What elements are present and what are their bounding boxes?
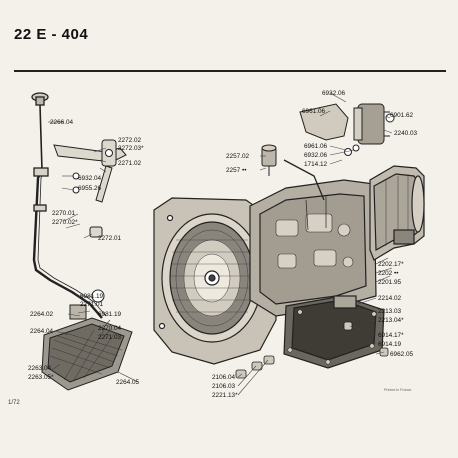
inhibitor-switch [299,103,395,156]
extension-housing [369,165,425,261]
part-label: 2213.04* [378,317,404,324]
part-label: 2106.03 [212,383,236,390]
part-label: 2257 •• [226,167,246,174]
page-reference: 1/72 [8,400,20,406]
part-label: 6962.05 [390,351,414,358]
part-label: 2221.13* [212,392,238,399]
part-label: 2272.01 [98,235,122,242]
part-label: 2270.04 [98,325,122,332]
part-label: 6932.04 [78,175,102,182]
part-label: 6981.19 [80,293,104,300]
part-label: 6914.19 [378,341,402,348]
part-label: 2272.03* [118,145,144,152]
part-label: 2272.02 [118,137,142,144]
part-label: 2257.02 [226,153,250,160]
part-label: 2264.04 [30,328,54,335]
part-label: 6932.06 [322,90,346,97]
part-label: 2266.04 [50,119,74,126]
transmission-case [249,179,377,317]
page-title: 22 E - 404 [14,26,89,43]
kickdown-lever [53,139,127,303]
part-label: 6901.62 [390,112,414,119]
part-label: 2264.02 [30,311,54,318]
drain-plugs [235,321,389,379]
part-label: 2202.17* [378,261,404,268]
part-label: 2271.03 [98,334,122,341]
part-label: 2214.02 [378,295,402,302]
part-label: 1714.12 [304,161,328,168]
part-label: 2263.05* [28,374,54,381]
exploded-transmission-diagram: 2266.04 2272.02 2272.03* 2271.02 6932.04… [28,90,425,399]
bell-housing [153,197,277,365]
dipstick-assembly [31,92,107,319]
part-label: 2106.04 [212,374,236,381]
speedometer-sender [261,144,325,201]
part-label: 2240.03 [394,130,418,137]
part-labels: 2266.04 2272.02 2272.03* 2271.02 6932.04… [28,90,418,399]
part-label: 6932.06 [304,152,328,159]
part-label: 6961.06 [302,108,326,115]
part-label: 2271.01 [80,301,104,308]
oil-strainer [41,304,133,391]
part-label: 2263.04 [28,365,52,372]
oil-pan [283,295,385,369]
part-label: 6981.19 [98,311,122,318]
part-label: 6914.17* [378,332,404,339]
part-label: 2202 •• [378,270,398,277]
part-label: 2201.95 [378,279,402,286]
part-label: 2270.01 [52,210,76,217]
printed-in-note: Printed in France [384,388,412,392]
part-label: 2271.02 [118,160,142,167]
part-label: 2270.02* [52,219,78,226]
part-label: 6961.06 [304,143,328,150]
part-label: 2213.03 [378,308,402,315]
title-divider [14,70,446,72]
leader-lines [48,92,393,396]
part-label: 2264.05 [116,379,140,386]
part-label: 6955.26 [78,185,102,192]
